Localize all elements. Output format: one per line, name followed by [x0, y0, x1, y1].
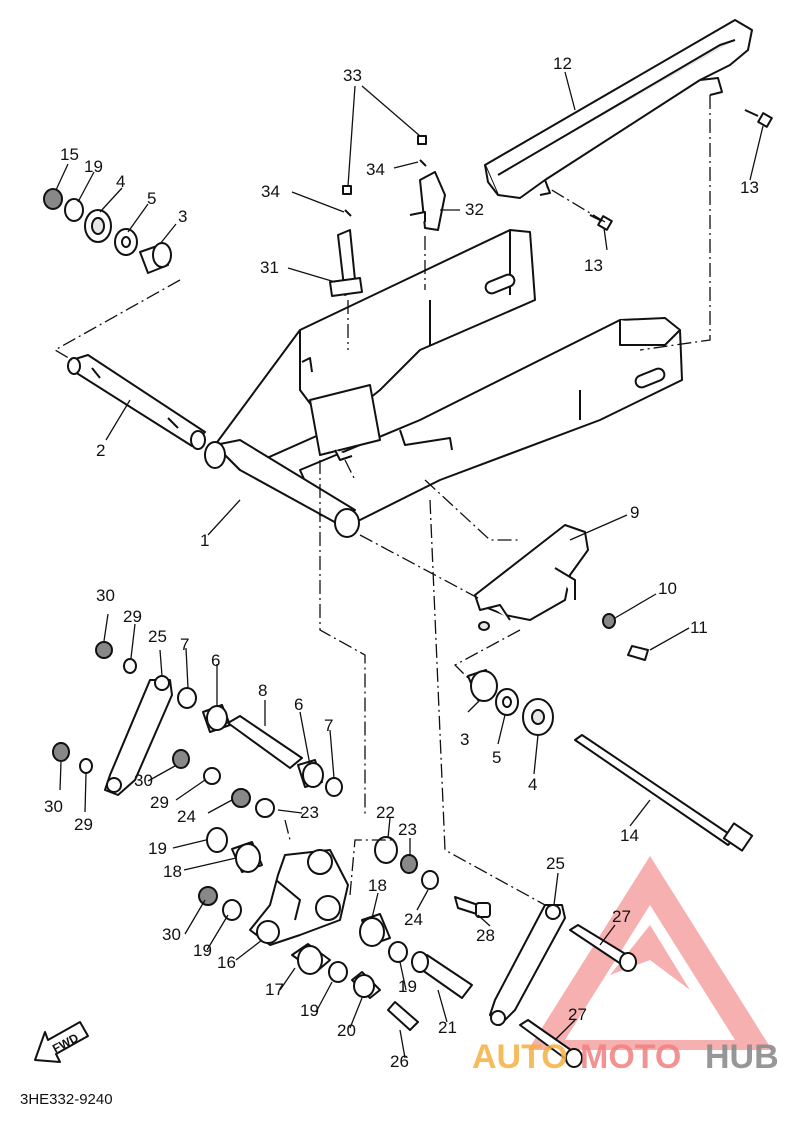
callout-26: 26 — [390, 1052, 409, 1071]
watermark-auto: AUTO — [472, 1038, 568, 1076]
callout-25: 25 — [546, 854, 565, 873]
callout-29: 29 — [150, 793, 169, 812]
callout-numbers: 33 12 15 19 4 5 3 34 34 32 13 13 31 2 1 … — [44, 54, 759, 1071]
chain-guard-part-12 — [484, 19, 753, 199]
callout-3: 3 — [178, 207, 187, 226]
relay-arm-right-part-25 — [489, 904, 566, 1026]
callout-14: 14 — [620, 826, 639, 845]
callout-7: 7 — [180, 635, 189, 654]
callout-22: 22 — [376, 803, 395, 822]
callout-12: 12 — [553, 54, 572, 73]
callout-18: 18 — [163, 862, 182, 881]
assembly-centerlines — [53, 95, 711, 906]
callout-5: 5 — [492, 748, 501, 767]
callout-19: 19 — [193, 941, 212, 960]
pivot-hardware-top — [43, 188, 172, 274]
pivot-hardware-bottom — [467, 613, 649, 736]
callout-9: 9 — [630, 503, 639, 522]
callout-4: 4 — [528, 775, 537, 794]
callout-19: 19 — [300, 1001, 319, 1020]
callout-13: 13 — [584, 256, 603, 275]
callout-11: 11 — [690, 618, 708, 637]
diagram-code: 3HE332-9240 — [20, 1091, 113, 1108]
callout-19: 19 — [148, 839, 167, 858]
watermark-moto: MOTO — [580, 1038, 681, 1076]
callout-28: 28 — [476, 926, 495, 945]
chain-guide-clips — [329, 109, 773, 297]
callout-5: 5 — [147, 189, 156, 208]
callout-6: 6 — [211, 651, 220, 670]
callout-15: 15 — [60, 145, 79, 164]
leader-lines — [55, 71, 764, 1059]
callout-3: 3 — [460, 730, 469, 749]
callout-4: 4 — [116, 172, 125, 191]
callout-16: 16 — [217, 953, 236, 972]
callout-17: 17 — [265, 980, 284, 999]
callout-6: 6 — [294, 695, 303, 714]
callout-8: 8 — [258, 681, 267, 700]
callout-29: 29 — [123, 607, 142, 626]
rear-axle-part-14 — [574, 734, 754, 852]
chain-slider-part-9 — [474, 524, 589, 631]
bolts-part-27 — [519, 924, 637, 1068]
watermark-hub: HUB — [705, 1038, 779, 1076]
callout-27: 27 — [568, 1005, 587, 1024]
callout-2: 2 — [96, 441, 105, 460]
pivot-shaft-part-2 — [67, 354, 206, 450]
callout-10: 10 — [658, 579, 677, 598]
callout-25: 25 — [148, 627, 167, 646]
callout-24: 24 — [404, 910, 423, 929]
callout-18: 18 — [368, 876, 387, 895]
watermark-text: AUTO MOTO HUB — [472, 1038, 779, 1076]
callout-24: 24 — [177, 807, 196, 826]
linkage-bushings-left — [52, 641, 343, 818]
callout-7: 7 — [324, 716, 333, 735]
callout-20: 20 — [337, 1021, 356, 1040]
callout-19: 19 — [84, 157, 103, 176]
callout-13: 13 — [740, 178, 759, 197]
swingarm-part-1 — [204, 229, 683, 538]
callout-34: 34 — [261, 182, 280, 201]
callout-23: 23 — [300, 803, 319, 822]
relay-arm-bushings — [198, 827, 491, 1031]
callout-30: 30 — [162, 925, 181, 944]
forward-arrow-icon: FWD — [34, 1021, 89, 1063]
callout-27: 27 — [612, 907, 631, 926]
watermark-logo-triangle — [528, 856, 772, 1050]
callout-33: 33 — [343, 66, 362, 85]
callout-30: 30 — [134, 771, 153, 790]
relay-arm-left-part-25 — [104, 675, 173, 796]
callout-31: 31 — [260, 258, 279, 277]
callout-34: 34 — [366, 160, 385, 179]
callout-30: 30 — [96, 586, 115, 605]
callout-30: 30 — [44, 797, 63, 816]
callout-32: 32 — [465, 200, 484, 219]
relay-arm-part-16 — [249, 849, 349, 946]
callout-29: 29 — [74, 815, 93, 834]
callout-21: 21 — [438, 1018, 457, 1037]
callout-1: 1 — [200, 531, 209, 550]
callout-19: 19 — [398, 977, 417, 996]
callout-23: 23 — [398, 820, 417, 839]
